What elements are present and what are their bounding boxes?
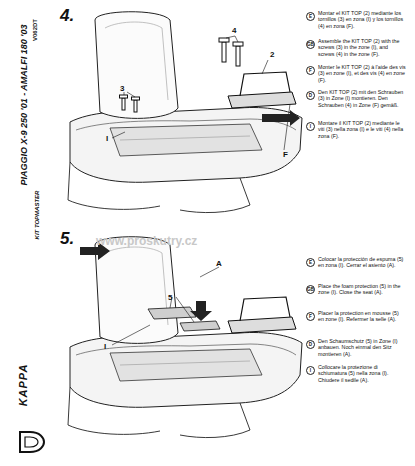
language-code: F [306, 312, 315, 321]
callout-number: F [283, 150, 288, 160]
instruction-text: Den Schaumschutz (5) in Zone (I) anbauen… [318, 338, 406, 357]
language-code: E [306, 258, 315, 267]
callout-number: 2 [270, 50, 274, 60]
instruction-text: Monter le KIT TOP (2) à l'aide des vis (… [318, 64, 406, 83]
callout-number: 4 [232, 26, 236, 36]
instruction-text: Montar el KIT TOP (2) mediante los torni… [318, 10, 406, 29]
instruction-text: Collocare la protezione di schiumatura (… [318, 364, 406, 383]
language-code: I [306, 366, 315, 375]
language-code: F [306, 66, 315, 75]
step-number: 4. [60, 6, 74, 27]
instruction-text: Den KIT TOP (2) mit den Schrauben (3) in… [318, 89, 406, 108]
language-code: D [306, 91, 315, 100]
model-code: V062DT [32, 19, 39, 41]
title: PIAGGIO X-9 250 '01 - AMALFI 180 '03 [19, 24, 30, 185]
callout-number: A [216, 259, 222, 269]
callout-number: I [106, 134, 108, 144]
brand-logo: KAPPA [17, 364, 30, 407]
language-code: GB [306, 40, 315, 49]
callout-number: 3 [120, 84, 124, 94]
instruction-text: Montare il KIT TOP (2) mediante le viti … [318, 120, 406, 139]
language-code: D [306, 340, 315, 349]
step-number: 5. [60, 229, 74, 250]
instruction-text: Colocar la protección de espuma (5) en z… [318, 256, 406, 269]
kit-name: KIT TOPMASTER [34, 191, 41, 240]
language-code: GB [306, 285, 315, 294]
language-code: E [306, 12, 315, 21]
instruction-text: Placer la protection en mousse (5) en zo… [318, 310, 406, 323]
instruction-text: Assemble the KIT TOP (2) with the screws… [318, 38, 406, 57]
instruction-text: Place the foam protection (5) in the zon… [318, 283, 406, 296]
language-code: I [306, 122, 315, 131]
watermark: www.proskutry.cz [96, 234, 197, 249]
callout-number: 5 [168, 293, 172, 303]
callout-number: I [104, 342, 106, 352]
